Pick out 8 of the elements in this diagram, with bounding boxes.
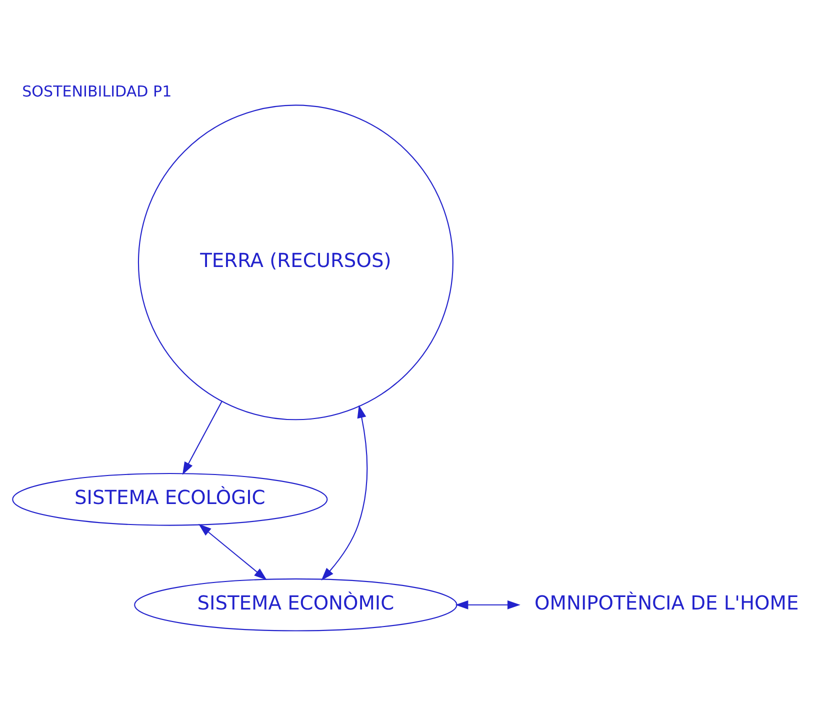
node-ellipse: SISTEMA ECONÒMIC [134, 578, 458, 631]
node-text: OMNIPOTÈNCIA DE L'HOME [534, 591, 799, 614]
arrow [198, 523, 267, 580]
arrow [321, 404, 368, 580]
arrow [182, 400, 222, 474]
node-ellipse: SISTEMA ECOLÒGIC [12, 472, 328, 526]
diagram-title: SOSTENIBILIDAD P1 [22, 82, 172, 100]
arrow [455, 600, 520, 609]
